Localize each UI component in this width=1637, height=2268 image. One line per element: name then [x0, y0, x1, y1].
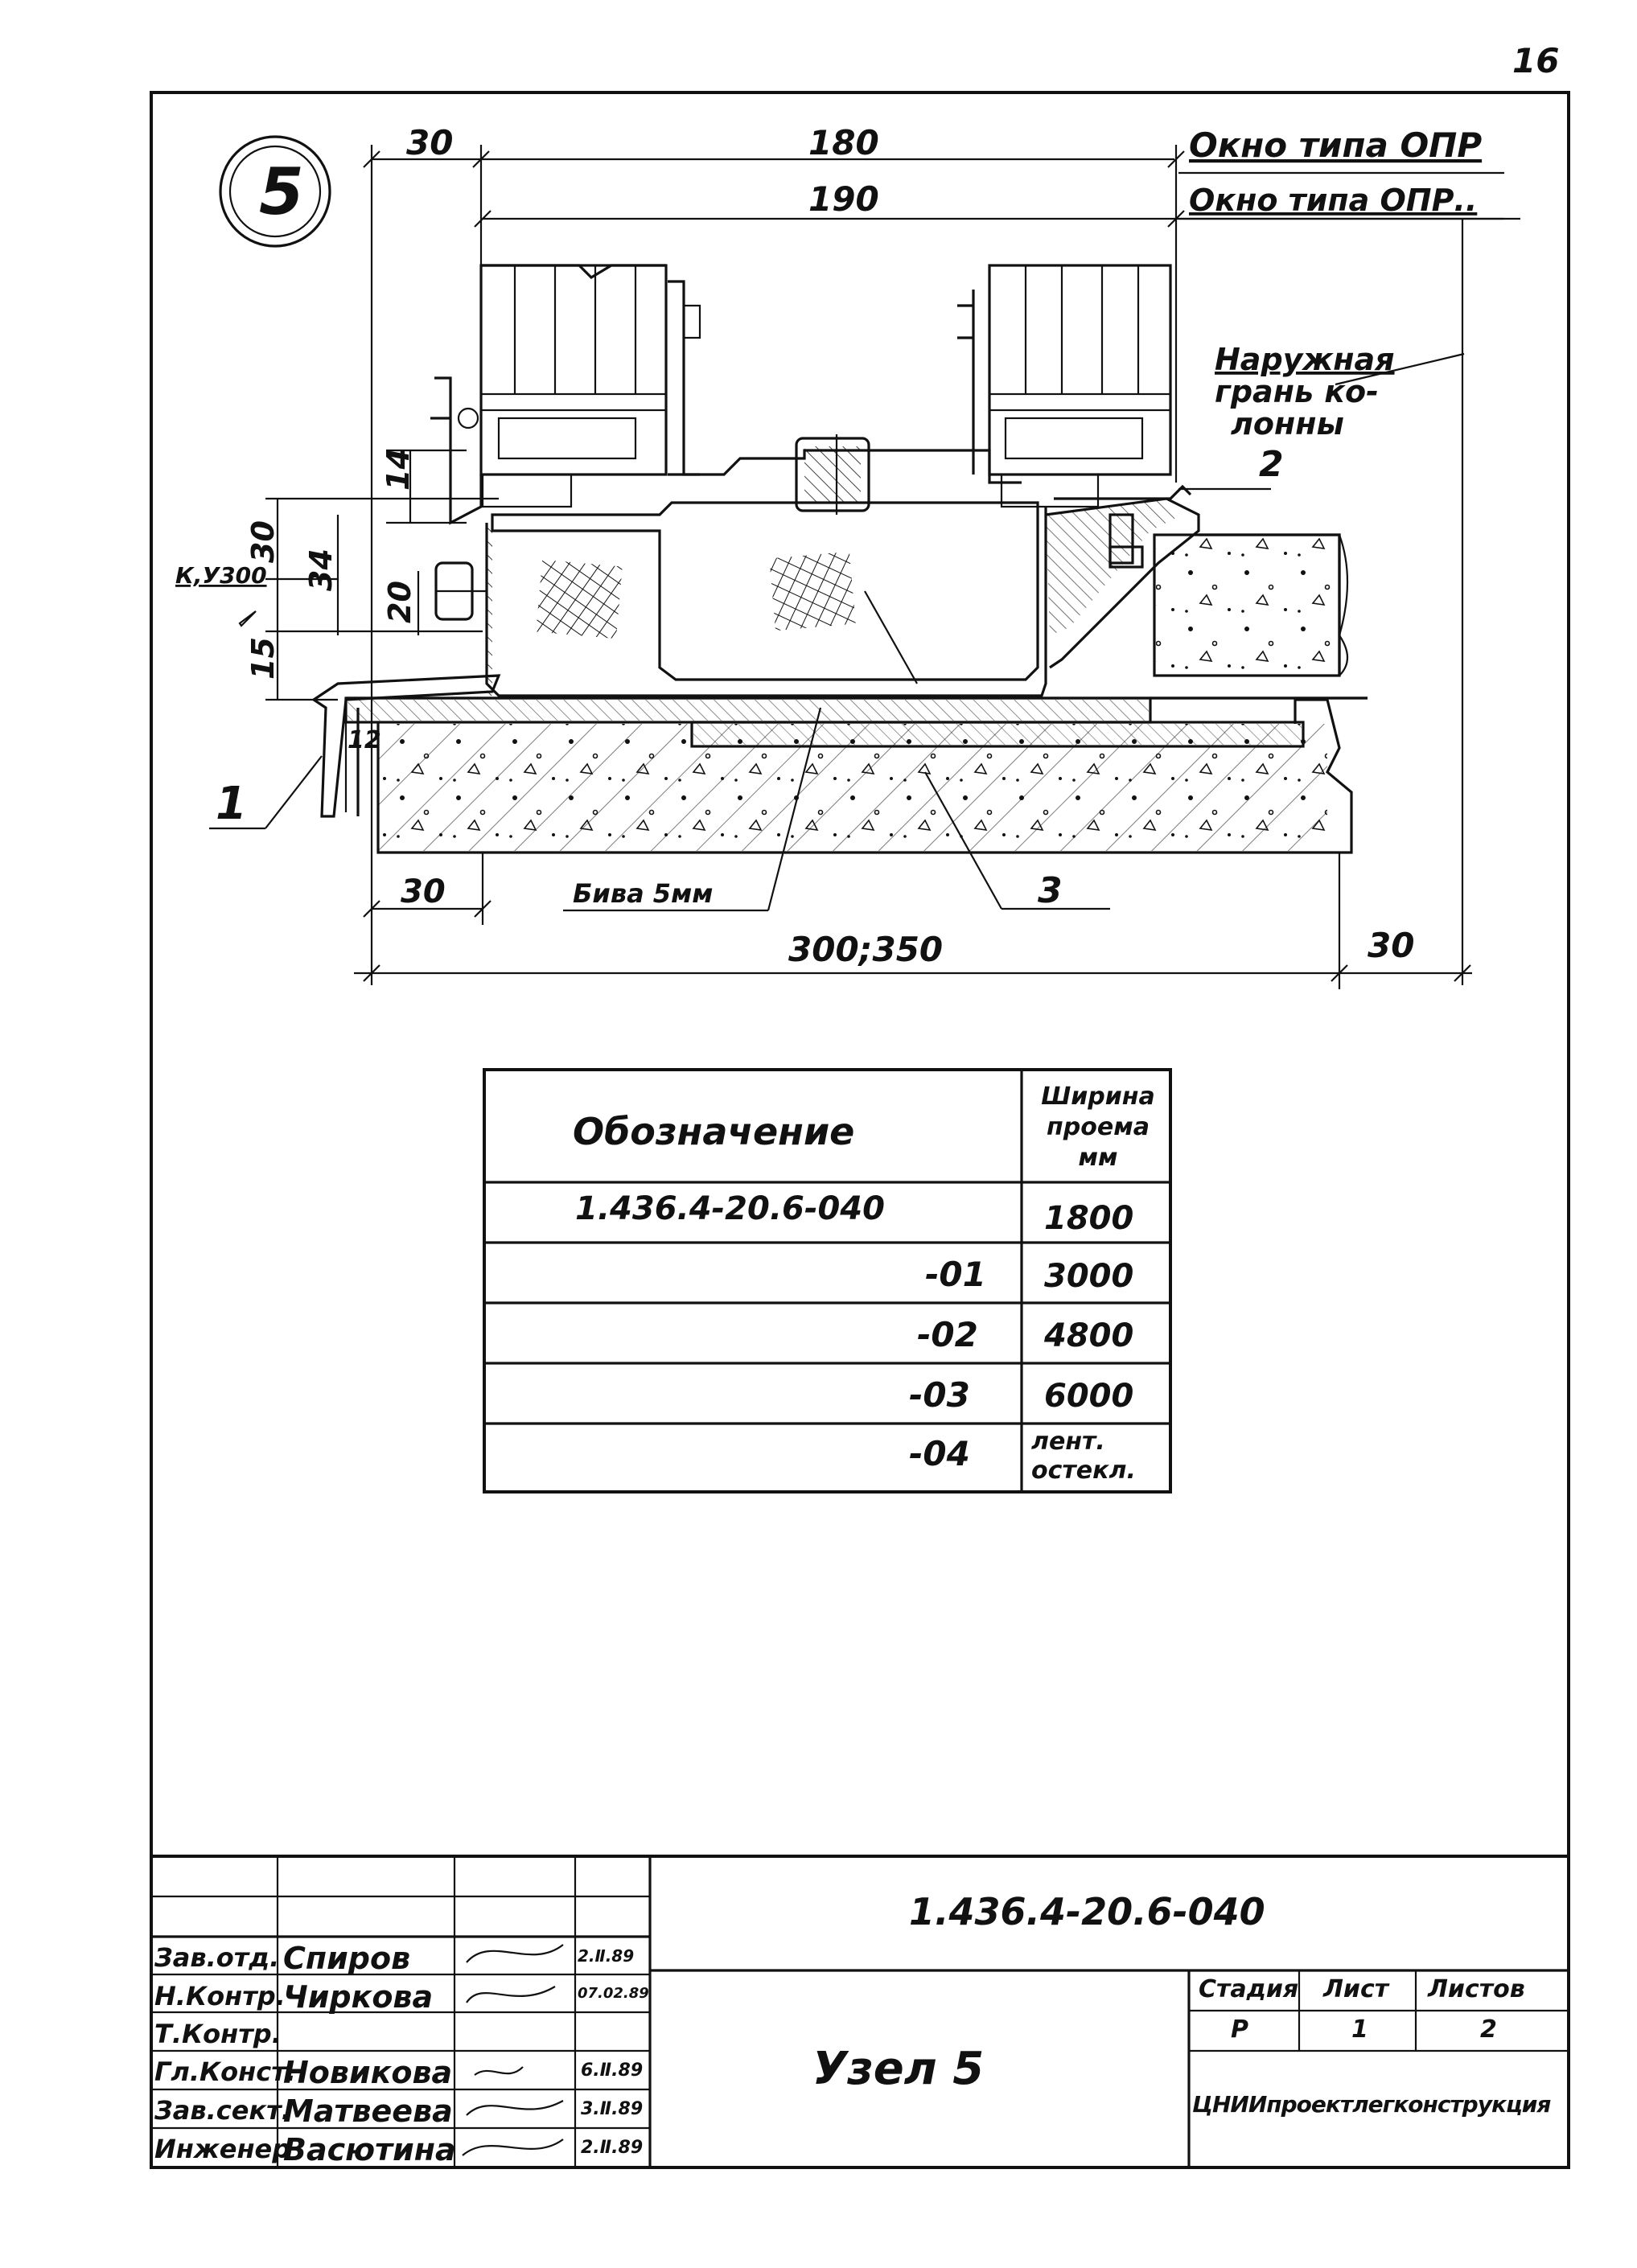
table-row-designation: 1.436.4-20.6-040: [575, 1190, 885, 1227]
table-row-designation: -02: [917, 1315, 978, 1354]
document-code: 1.436.4-20.6-040: [909, 1890, 1265, 1933]
signature-name: Новикова: [283, 2055, 453, 2090]
spec-table: [483, 1068, 1172, 1494]
signature-date: 3.Ⅱ.89: [581, 2099, 644, 2119]
dim-bottom-left-30: 30: [401, 873, 446, 910]
column-concrete: [1045, 484, 1349, 677]
sheet-value: 1: [1351, 2015, 1368, 2044]
table-row-width: 6000: [1044, 1378, 1134, 1415]
outer-face-line-1: Наружная: [1215, 342, 1395, 377]
leader-3: 3: [1038, 870, 1063, 911]
dim-15: 15: [245, 637, 281, 680]
signature-name: Васютина: [283, 2132, 456, 2167]
sheet-label: Лист: [1323, 1975, 1389, 2003]
top-dimensions: 30 180 190 Окно типа ОПР Окно типа ОПР..: [363, 123, 1520, 985]
organization-name: ЦНИИпроектлегконструкция: [1192, 2091, 1551, 2118]
table-row-width: лент. остекл.: [1031, 1428, 1136, 1485]
signature-name: Матвеева: [283, 2093, 453, 2129]
dim-12: 12: [348, 726, 381, 754]
sheet-frame: [150, 91, 1570, 2169]
signature-role: Т.Контр.: [154, 2019, 282, 2049]
dim-top-180: 180: [808, 123, 879, 162]
outer-face-line-3: лонны: [1231, 406, 1344, 442]
dim-14: 14: [380, 448, 416, 491]
gap-label: Бива 5мм: [573, 878, 713, 909]
slope-label: К,У300: [175, 562, 267, 589]
window-type-1: Окно типа ОПР: [1189, 125, 1482, 165]
leader-1: 1: [216, 778, 247, 830]
sheets-value: 2: [1480, 2015, 1497, 2044]
signature-date: 6.Ⅱ.89: [581, 2061, 644, 2081]
signature-date: 07.02.89: [578, 1985, 649, 2002]
window-profiles: [430, 264, 1172, 525]
signature-role: Инженер: [154, 2134, 291, 2164]
signature-date: 2.Ⅱ.89: [578, 1946, 635, 1966]
left-dimensions: 14 30 15 34 20 12 К,У300: [175, 448, 499, 754]
table-row-width: 4800: [1044, 1317, 1134, 1354]
drawing-title: Узел 5: [812, 2043, 985, 2095]
table-row-designation: -03: [909, 1375, 970, 1415]
signature-date: 2.Ⅱ.89: [581, 2138, 644, 2158]
dim-bottom-right-30: 30: [1368, 926, 1414, 965]
signature-role: Гл.Конст.: [154, 2056, 296, 2087]
stage-label: Стадия: [1199, 1975, 1299, 2003]
table-row-width: 3000: [1044, 1258, 1134, 1295]
dim-top-30: 30: [406, 123, 453, 162]
signature-role: Зав.сект.: [154, 2095, 291, 2126]
dim-20: 20: [382, 581, 417, 623]
table-row-designation: -01: [925, 1255, 986, 1294]
signature-role: Зав.отд.: [154, 1942, 280, 1973]
signature-name: Спиров: [283, 1941, 411, 1976]
bottom-dimensions: 30 Бива 5мм 3 300;350 30: [354, 707, 1472, 989]
dim-30-left: 30: [245, 520, 281, 563]
drip-flashing: 1: [209, 674, 501, 830]
window-type-2: Окно типа ОПР..: [1189, 183, 1477, 218]
title-block: [151, 1855, 1569, 2167]
table-row-designation: -04: [909, 1434, 970, 1473]
table-header-designation: Обозначение: [573, 1110, 855, 1153]
svg-text:Наружная грань ко-: Наружная грань ко- лонны: [1215, 342, 1405, 442]
table-row-width: 1800: [1044, 1200, 1134, 1237]
outer-face-note: Наружная грань ко- лонны 2: [1178, 342, 1465, 491]
steel-box: [485, 501, 1047, 697]
floor-slab: [344, 696, 1368, 854]
dim-top-190: 190: [808, 179, 879, 219]
dim-34: 34: [303, 549, 339, 591]
node-mark-number: 5: [259, 154, 304, 229]
dim-total: 300;350: [788, 930, 943, 969]
sheets-label: Листов: [1428, 1975, 1525, 2003]
sheet-number: 16: [1512, 41, 1559, 80]
table-header-width: Ширина проема мм: [1041, 1083, 1155, 1172]
stage-value: Р: [1231, 2015, 1248, 2044]
signature-role: Н.Контр.: [154, 1981, 286, 2011]
leader-2: 2: [1259, 444, 1284, 485]
signature-name: Чиркова: [283, 1979, 434, 2015]
node-mark: 5: [219, 135, 331, 248]
